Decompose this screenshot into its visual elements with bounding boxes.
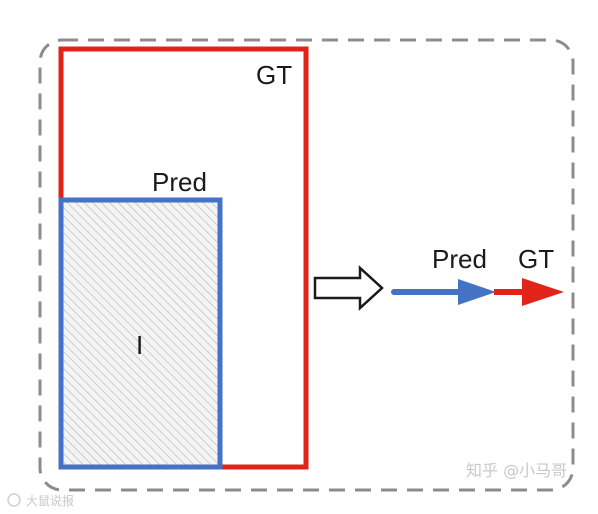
watermark-logo-icon bbox=[7, 493, 21, 507]
gt-box-label: GT bbox=[256, 60, 292, 90]
intersection-area bbox=[61, 200, 220, 467]
arrow-gt-label: GT bbox=[518, 244, 554, 274]
gt-arrowhead bbox=[522, 278, 564, 306]
watermark-right: 知乎 @小马哥 bbox=[466, 461, 567, 480]
watermark-left: 大鼠说报 bbox=[7, 493, 74, 508]
pred-box bbox=[58, 197, 223, 470]
intersection-label: I bbox=[136, 330, 143, 360]
implies-arrow-icon bbox=[313, 265, 384, 311]
arrow-pred-label: Pred bbox=[432, 244, 487, 274]
pred-arrowhead bbox=[458, 279, 496, 305]
pred-box-label: Pred bbox=[152, 167, 207, 197]
watermark-left-text: 大鼠说报 bbox=[26, 493, 74, 508]
dashed-frame bbox=[38, 38, 575, 492]
